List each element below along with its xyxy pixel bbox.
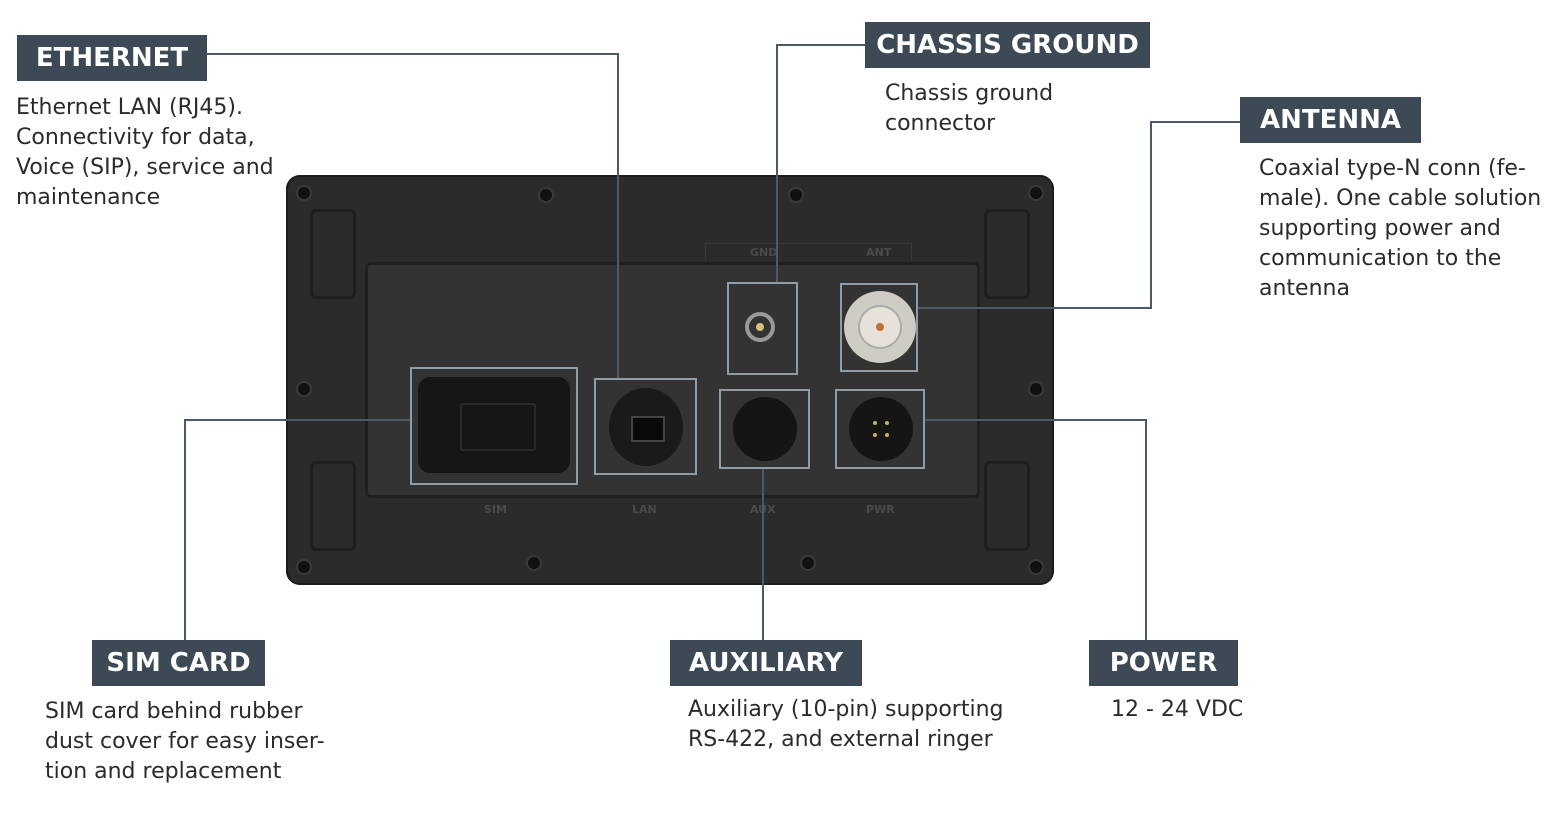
screw-icon: [788, 187, 804, 203]
sim-dust-cover: [418, 377, 570, 473]
chassis-ground-description: Chassis ground connector: [885, 81, 1054, 136]
ethernet-leader-line: [617, 53, 619, 378]
port-label-lan: LAN: [632, 503, 657, 516]
mount-slot: [310, 461, 356, 551]
power-leader-line: [1145, 419, 1147, 640]
port-label-gnd: GND: [750, 246, 778, 259]
screw-icon: [800, 555, 816, 571]
mount-slot: [984, 461, 1030, 551]
aux-leader-line: [762, 469, 764, 640]
sim-card-description: SIM card behind rubber dust cover for ea…: [45, 699, 325, 784]
sim-leader-line: [185, 419, 410, 421]
mount-slot: [310, 209, 356, 299]
power-description: 12 - 24 VDC: [1111, 697, 1244, 722]
sim-card-icon: [460, 403, 536, 451]
auxiliary-title: AUXILIARY: [670, 640, 862, 686]
sim-leader-line: [184, 419, 186, 640]
sim-port-box: [410, 367, 578, 485]
antenna-leader-line: [918, 307, 1152, 309]
port-label-sim: SIM: [484, 503, 507, 516]
port-label-pwr: PWR: [866, 503, 895, 516]
screw-icon: [538, 187, 554, 203]
screw-icon: [296, 381, 312, 397]
power-title: POWER: [1089, 640, 1238, 686]
ant-port-box: [840, 283, 918, 372]
ethernet-description: Ethernet LAN (RJ45). Connectivity for da…: [16, 95, 274, 210]
sim-card-title: SIM CARD: [92, 640, 265, 686]
ethernet-title: ETHERNET: [17, 35, 207, 81]
aux-port-box: [719, 389, 810, 469]
port-label-ant: ANT: [866, 246, 892, 259]
power-leader-line: [925, 419, 1147, 421]
screw-icon: [296, 559, 312, 575]
screw-icon: [1028, 185, 1044, 201]
screw-icon: [296, 185, 312, 201]
screw-icon: [1028, 559, 1044, 575]
lan-port-box: [594, 378, 697, 475]
chassis-ground-title: CHASSIS GROUND: [865, 22, 1150, 68]
mount-slot: [984, 209, 1030, 299]
screw-icon: [526, 555, 542, 571]
aux-10pin-connector-icon: [733, 397, 797, 461]
rj45-connector-icon: [609, 388, 683, 466]
ground-leader-line: [776, 44, 778, 282]
top-label-strip: [705, 243, 912, 260]
ethernet-leader-line: [207, 53, 619, 55]
auxiliary-description: Auxiliary (10-pin) supporting RS-422, an…: [688, 697, 1004, 752]
screw-icon: [1028, 381, 1044, 397]
antenna-leader-line: [1150, 121, 1152, 309]
antenna-description: Coaxial type-N conn (fe- male). One cabl…: [1259, 156, 1542, 301]
pwr-port-box: [835, 389, 925, 469]
ground-terminal-icon: [745, 312, 775, 342]
antenna-leader-line: [1150, 121, 1240, 123]
power-4pin-connector-icon: [849, 397, 913, 461]
type-n-connector-icon: [844, 291, 916, 363]
ground-leader-line: [776, 44, 865, 46]
gnd-port-box: [727, 282, 798, 375]
antenna-title: ANTENNA: [1240, 97, 1421, 143]
